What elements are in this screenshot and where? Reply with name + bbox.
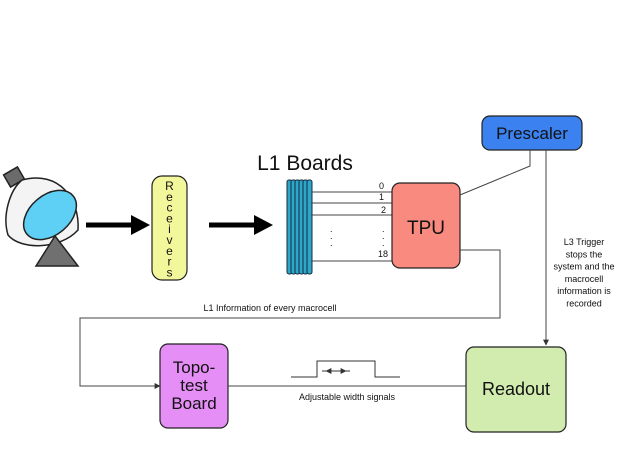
readout-box: Readout [465, 346, 567, 433]
tpu-to-prescaler-line [459, 150, 531, 196]
l3-trigger-note-line: recorded [566, 299, 602, 309]
svg-text:.: . [330, 231, 333, 241]
receivers-letter: v [167, 233, 173, 247]
tpu-to-topo-route [79, 249, 501, 389]
arrow-receivers-to-l1 [209, 215, 273, 235]
receivers-letter: e [166, 190, 173, 204]
l1-boards-title: L1 Boards [257, 152, 353, 175]
topo-test-board-box: Topo- test Board [159, 343, 229, 429]
topo-label-line-2: test [180, 376, 208, 395]
l1-information-label: L1 Information of every macrocell [203, 303, 336, 313]
receivers-letter: e [166, 211, 173, 225]
channel-label-2: 2 [381, 205, 386, 215]
l3-trigger-note: L3 Trigger stops the system and the macroce… [548, 234, 615, 316]
arrow-dish-to-receivers [86, 215, 150, 235]
svg-text:.: . [382, 231, 385, 241]
tpu-box: TPU [391, 182, 461, 269]
prescaler-box: Prescaler [481, 115, 583, 151]
svg-text:.: . [330, 238, 333, 248]
topo-label-line-1: Topo- [173, 358, 216, 377]
dish-face [22, 189, 78, 241]
channel-label-18: 18 [378, 249, 388, 259]
l3-trigger-note-line: L3 Trigger [564, 237, 605, 247]
prescaler-label: Prescaler [496, 124, 568, 143]
adjustable-width-signals-label: Adjustable width signals [299, 392, 396, 402]
l1-boards-stack [286, 179, 313, 275]
svg-text:.: . [382, 238, 385, 248]
svg-text:.: . [330, 224, 333, 234]
tpu-label: TPU [407, 218, 445, 239]
receivers-letter: c [167, 201, 173, 215]
receivers-letter: r [168, 255, 172, 269]
l3-trigger-note-line: macrocell [565, 274, 604, 284]
receivers-letter: R [165, 179, 174, 193]
vertical-ellipsis-left: . . . [330, 224, 333, 248]
receivers-letter: e [166, 244, 173, 258]
pulse-signal-icon [291, 360, 400, 378]
vertical-ellipsis-right: . . . [382, 224, 385, 248]
dish-base [34, 234, 80, 267]
l3-trigger-note-line: stops the [566, 249, 603, 259]
topo-label-line-3: Board [171, 394, 216, 413]
channel-lines: 0 1 2 18 . . . . . . [311, 181, 392, 262]
svg-text:.: . [382, 224, 385, 234]
readout-label: Readout [482, 379, 550, 399]
l1-board-plate [306, 179, 313, 275]
channel-label-0: 0 [379, 181, 384, 191]
antenna-dish-icon [2, 165, 80, 267]
channel-label-1: 1 [379, 192, 384, 202]
receivers-letter: i [168, 222, 171, 236]
l3-trigger-note-line: information is [557, 286, 611, 296]
l3-trigger-note-line: system and the [553, 262, 614, 272]
receivers-letter: s [167, 265, 173, 279]
